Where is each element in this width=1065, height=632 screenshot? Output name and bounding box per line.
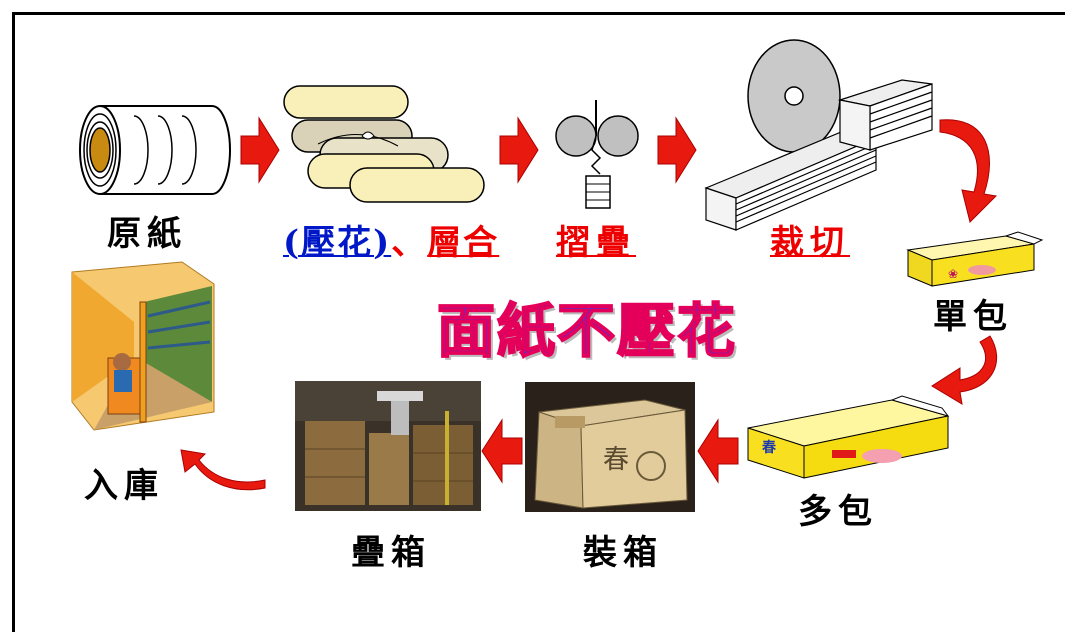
folding-rollers-illustration (555, 100, 639, 209)
single-pack-illustration: ❀ (906, 231, 1044, 287)
label-emboss-laminate: (壓花)、層合 (283, 215, 499, 264)
curved-arrow-down-2 (931, 335, 998, 405)
multi-pack-illustration: 春 (747, 395, 950, 479)
curved-arrow-left (180, 449, 266, 491)
label-separator: 、 (391, 223, 428, 263)
arrow-left-1 (697, 418, 739, 484)
arrow-right-3 (657, 116, 697, 184)
cutting-saw-illustration (704, 39, 933, 231)
label-warehousing: 入庫 (84, 466, 164, 506)
label-boxing: 裝箱 (583, 533, 663, 573)
svg-text:春: 春 (761, 439, 777, 456)
arrow-left-2 (481, 418, 523, 484)
label-raw-paper: 原紙 (107, 214, 187, 254)
label-fold: 摺疊 (556, 223, 636, 263)
boxing-photo: 春 (525, 382, 695, 512)
slide-frame (12, 12, 1065, 632)
label-emboss: (壓花) (283, 223, 392, 263)
label-multi-pack: 多包 (798, 492, 878, 532)
arrow-right-2 (499, 116, 539, 184)
arrow-right-1 (240, 116, 280, 184)
svg-text:❀: ❀ (948, 267, 958, 281)
label-single-pack: 單包 (933, 297, 1013, 337)
label-stacking: 疊箱 (351, 533, 431, 573)
label-laminate: 層合 (427, 223, 500, 263)
stacking-photo (295, 381, 481, 511)
warehouse-illustration (71, 261, 215, 431)
curved-arrow-down-1 (939, 119, 998, 223)
paper-roll-illustration (79, 105, 231, 195)
diagram-title: 面紙不壓花 (436, 296, 738, 366)
svg-text:春: 春 (603, 445, 629, 475)
laminating-rollers-illustration (283, 85, 485, 203)
label-cut: 裁切 (770, 223, 850, 263)
